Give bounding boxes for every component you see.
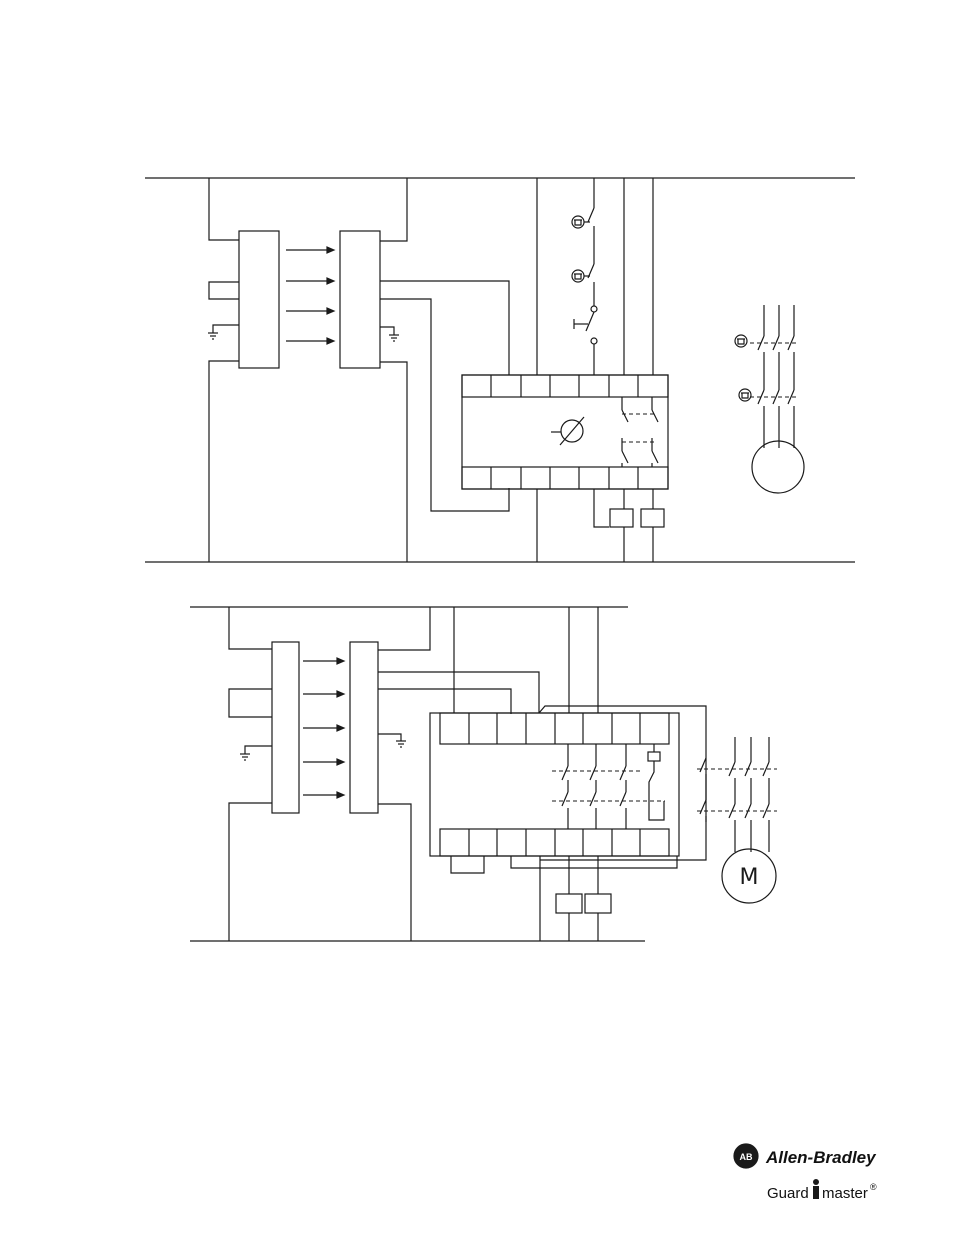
motor-icon <box>752 441 804 493</box>
product-line-suffix: master <box>822 1185 868 1202</box>
ground-icon <box>208 333 218 339</box>
motor-label: M <box>740 865 759 890</box>
top-signal-arrows <box>286 247 334 344</box>
top-safety-relay <box>462 375 668 489</box>
guardmaster-figure-icon <box>813 1179 819 1199</box>
product-line-prefix: Guard <box>767 1185 809 1202</box>
estop-mushroom-icon <box>735 335 747 347</box>
bottom-motor-circuit: M <box>697 737 777 903</box>
contactor-coil-k2 <box>641 509 664 527</box>
bottom-safety-relay <box>430 713 679 856</box>
estop-mushroom-icon <box>572 216 590 228</box>
company-name: Allen-Bradley <box>765 1148 877 1167</box>
top-left-module <box>239 231 279 368</box>
bottom-wiring-diagram: M <box>190 607 777 941</box>
contactor-coil-k1 <box>610 509 633 527</box>
bottom-signal-arrows <box>303 658 344 798</box>
bottom-right-module <box>350 642 378 813</box>
brand-logo: AB Allen-Bradley Guard master ® <box>734 1144 877 1202</box>
bottom-left-module <box>272 642 299 813</box>
contactor-coil-k1 <box>556 894 582 913</box>
estop-mushroom-icon <box>572 270 590 282</box>
contactor-coil-k2 <box>585 894 611 913</box>
registered-mark: ® <box>870 1182 877 1192</box>
estop-mushroom-icon <box>739 389 751 401</box>
ground-icon <box>240 754 250 760</box>
ground-icon <box>389 335 399 341</box>
top-wiring-diagram <box>145 178 855 562</box>
ground-icon <box>396 741 406 747</box>
logo-initials: AB <box>740 1152 753 1162</box>
top-right-module <box>340 231 380 368</box>
top-motor-circuit <box>735 305 804 493</box>
